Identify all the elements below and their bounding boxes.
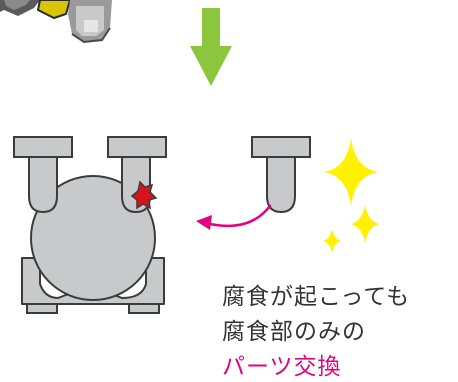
caption-line-1: 腐食が起こっても: [222, 284, 411, 310]
pump-body-illustration: [13, 136, 167, 314]
corrosion-spot-icon: [130, 180, 158, 210]
t-shaped-pipe-part: [251, 136, 311, 214]
caption-line-3: パーツ交換: [222, 354, 342, 380]
caption-line-2: 腐食部のみの: [222, 319, 366, 345]
sparkle-icon: [322, 138, 380, 253]
caption-text: 腐食が起こっても 腐食部のみの パーツ交換: [222, 280, 410, 382]
curved-arrow-icon: [196, 204, 272, 230]
down-arrow-icon: [190, 8, 232, 86]
corroded-part-photo: [0, 0, 112, 44]
